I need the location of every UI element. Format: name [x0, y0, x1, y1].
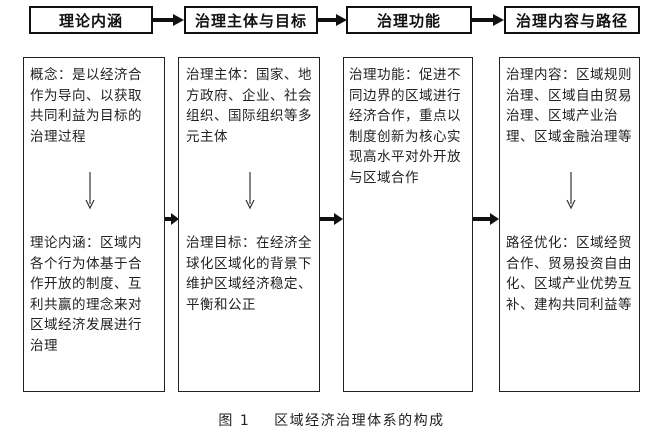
content-text: 治理内容：区域规则治理、区域自由贸易治理、区域产业治理、区域金融治理等	[506, 67, 632, 145]
header-content-path: 治理内容与路径	[504, 6, 640, 34]
figure-caption: 图 1 区域经济治理体系的构成	[0, 410, 663, 430]
header-arrow-2-icon	[318, 14, 347, 26]
box-content-path	[499, 57, 640, 392]
body-arrow-3-icon	[473, 213, 499, 225]
header-theory: 理论内涵	[29, 6, 153, 34]
header-arrow-1-icon	[153, 14, 184, 26]
theory-concept-text: 概念：是以经济合作为导向、以获取共同利益为目标的治理过程	[30, 67, 142, 145]
header-arrow-3-icon	[472, 14, 504, 26]
down-arrow-content-icon	[566, 172, 576, 210]
box-function	[343, 57, 473, 392]
box-theory	[23, 57, 165, 392]
theory-connotation-text: 理论内涵：区域内各个行为体基于合作开放的制度、互利共赢的理念来对区域经济发展进行…	[30, 235, 142, 354]
box-subject-goal	[178, 57, 320, 392]
down-arrow-subject-icon	[245, 172, 255, 210]
header-function: 治理功能	[346, 6, 472, 34]
function-text: 治理功能：促进不同边界的区域进行经济合作，重点以制度创新为核心实现高水平对外开放…	[349, 67, 461, 186]
figure-title: 区域经济治理体系的构成	[274, 413, 445, 429]
header-subject-goal: 治理主体与目标	[184, 6, 318, 34]
subject-text: 治理主体：国家、地方政府、企业、社会组织、国际组织等多元主体	[186, 67, 312, 145]
body-arrow-1-icon	[165, 213, 179, 225]
down-arrow-theory-icon	[85, 172, 95, 210]
figure-number: 图 1	[218, 413, 251, 429]
goal-text: 治理目标：在经济全球化区域化的背景下维护区域经济稳定、平衡和公正	[186, 235, 312, 313]
path-text: 路径优化：区域经贸合作、贸易投资自由化、区域产业优势互补、建构共同利益等	[506, 235, 632, 313]
body-arrow-2-icon	[320, 213, 343, 225]
